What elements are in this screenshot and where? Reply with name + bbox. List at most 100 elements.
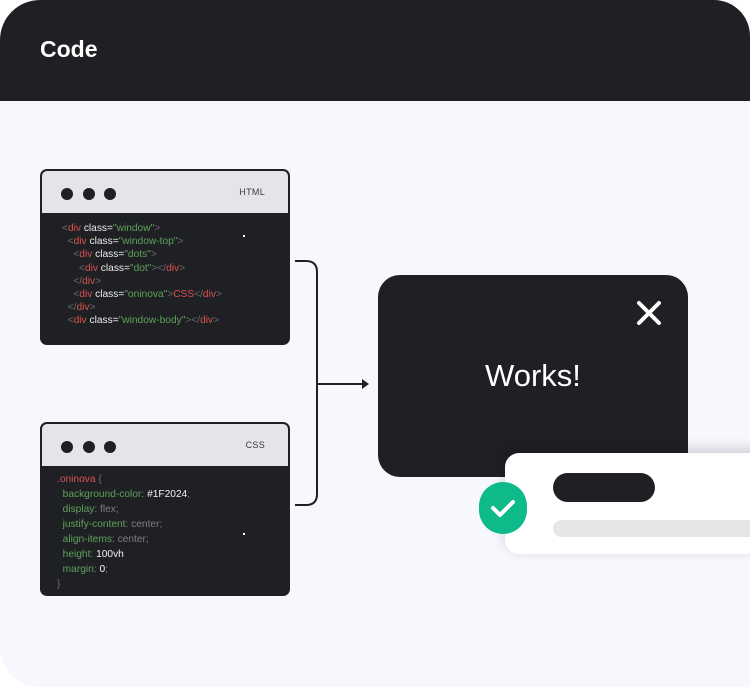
cursor-speck bbox=[243, 235, 245, 237]
code-line: </div> bbox=[62, 301, 222, 314]
code-token: < bbox=[62, 289, 80, 301]
code-token: div bbox=[73, 236, 87, 248]
success-toast bbox=[505, 453, 750, 554]
code-token: div bbox=[84, 262, 98, 274]
code-line: height: 100vh bbox=[57, 547, 190, 562]
code-token: class= bbox=[92, 249, 125, 261]
code-token: </ bbox=[194, 289, 203, 301]
html-code-window: HTML <div class="window"> <div class="wi… bbox=[40, 169, 290, 345]
code-line: <div class="window-top"> bbox=[62, 235, 222, 248]
code-token: align-items bbox=[57, 534, 112, 545]
toast-text-placeholder bbox=[553, 520, 750, 537]
code-token: "dots" bbox=[124, 249, 151, 261]
window-dot bbox=[83, 188, 95, 200]
code-line: <div class="window-body"></div> bbox=[62, 314, 222, 327]
code-token: > bbox=[215, 289, 222, 301]
merge-arrow bbox=[295, 260, 369, 506]
page-title: Code bbox=[40, 36, 98, 62]
code-token: CSS bbox=[173, 289, 195, 301]
code-token: > bbox=[154, 223, 161, 234]
code-line: .oninova { bbox=[57, 472, 190, 487]
code-token: #1F2024 bbox=[147, 489, 188, 500]
code-line: <div class="window"> bbox=[62, 222, 222, 235]
code-token: div bbox=[76, 302, 90, 314]
code-token: : bbox=[93, 564, 100, 575]
code-token: } bbox=[57, 579, 61, 590]
code-token: div bbox=[82, 275, 96, 287]
cursor-speck bbox=[243, 533, 245, 535]
css-code-block: .oninova { background-color: #1F2024; di… bbox=[57, 472, 190, 592]
code-token: "window-top" bbox=[118, 236, 178, 248]
code-token: margin bbox=[57, 564, 94, 575]
window-label: HTML bbox=[239, 187, 265, 197]
code-token: "window-body" bbox=[118, 315, 186, 327]
window-dot bbox=[104, 188, 116, 200]
code-token: { bbox=[95, 474, 102, 485]
code-token: > bbox=[167, 289, 174, 301]
code-line: background-color: #1F2024; bbox=[57, 487, 190, 502]
code-line: align-items: center; bbox=[57, 532, 190, 547]
card-header: Code bbox=[0, 0, 750, 101]
code-token: : center; bbox=[125, 519, 163, 530]
code-token: ></ bbox=[151, 262, 167, 274]
code-token: background-color bbox=[57, 489, 142, 500]
code-token: "dot" bbox=[129, 262, 152, 274]
result-window: Works! bbox=[378, 275, 688, 477]
code-token: </ bbox=[62, 302, 77, 314]
window-titlebar: HTML bbox=[42, 171, 288, 213]
code-token: </ bbox=[62, 275, 83, 287]
code-token: : bbox=[141, 489, 148, 500]
code-token: > bbox=[150, 249, 157, 261]
code-body: <div class="window"> <div class="window-… bbox=[40, 213, 290, 345]
code-line: </div> bbox=[62, 275, 222, 288]
window-dot bbox=[104, 441, 116, 453]
code-line: <div class="oninova">CSS</div> bbox=[62, 288, 222, 301]
code-token: < bbox=[62, 262, 85, 274]
check-icon bbox=[491, 500, 515, 517]
code-token: > bbox=[95, 275, 102, 287]
check-badge bbox=[479, 482, 527, 534]
code-token: div bbox=[73, 315, 87, 327]
bracket-line bbox=[295, 260, 318, 506]
code-token: class= bbox=[86, 236, 119, 248]
close-icon[interactable] bbox=[635, 299, 663, 327]
code-line: <div class="dot"></div> bbox=[62, 262, 222, 275]
html-code-block: <div class="window"> <div class="window-… bbox=[62, 222, 222, 328]
code-token: 0 bbox=[99, 564, 106, 575]
window-titlebar: CSS bbox=[42, 424, 288, 466]
code-token: 100vh bbox=[96, 549, 124, 560]
code-token: class= bbox=[86, 315, 119, 327]
code-line: margin: 0; bbox=[57, 562, 190, 577]
code-token: .oninova bbox=[57, 474, 96, 485]
window-label: CSS bbox=[245, 440, 265, 450]
code-body: .oninova { background-color: #1F2024; di… bbox=[40, 466, 290, 596]
css-code-window: CSS .oninova { background-color: #1F2024… bbox=[40, 422, 290, 596]
code-token: div bbox=[200, 315, 214, 327]
result-message: Works! bbox=[485, 358, 581, 393]
code-line: } bbox=[57, 577, 190, 592]
code-token: > bbox=[213, 315, 220, 327]
window-dot bbox=[83, 441, 95, 453]
code-token: "window" bbox=[112, 223, 155, 234]
code-line: <div class="dots"> bbox=[62, 248, 222, 261]
code-token: < bbox=[62, 249, 80, 261]
code-token: : bbox=[90, 549, 97, 560]
code-token: class= bbox=[97, 262, 130, 274]
code-line: display: flex; bbox=[57, 502, 190, 517]
toast-title-placeholder bbox=[553, 473, 655, 502]
code-token: height bbox=[57, 549, 91, 560]
code-token: "oninova" bbox=[124, 289, 168, 301]
code-token: > bbox=[89, 302, 96, 314]
code-token: display bbox=[57, 504, 95, 515]
code-token: < bbox=[62, 223, 68, 234]
code-token: class= bbox=[92, 289, 125, 301]
code-token: < bbox=[62, 315, 74, 327]
code-token: div bbox=[79, 289, 93, 301]
code-token: div bbox=[166, 262, 180, 274]
code-token: : center; bbox=[111, 534, 149, 545]
code-token: ; bbox=[187, 489, 191, 500]
code-token: div bbox=[67, 223, 81, 234]
code-token: ; bbox=[105, 564, 108, 575]
code-token: div bbox=[202, 289, 216, 301]
